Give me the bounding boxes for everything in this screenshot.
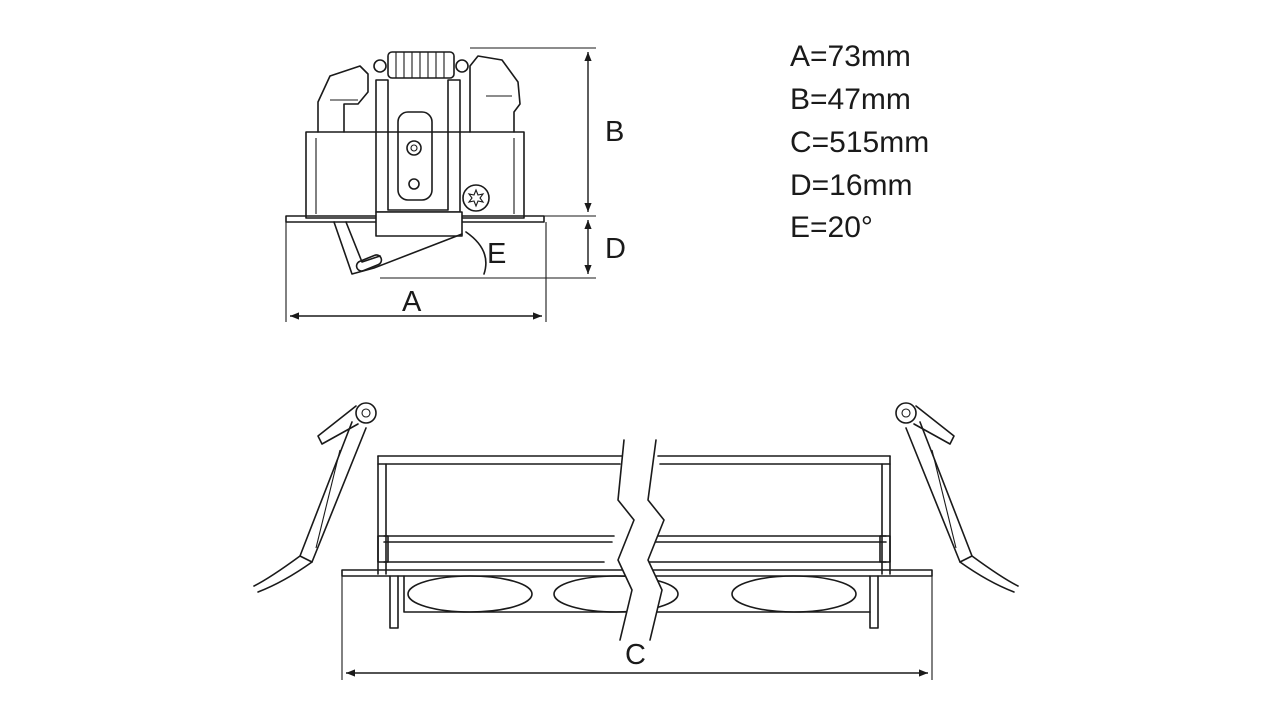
front-view [253,402,1019,641]
spec-d: D=16mm [790,169,913,202]
break-line-left [617,439,635,641]
adjust-slot [397,111,433,201]
right-spring-clip [895,402,1019,593]
screw-icon [406,140,422,156]
spec-a: A=73mm [790,40,911,73]
lamp-block [375,211,463,237]
spec-b: B=47mm [790,83,911,116]
label-d: D [605,233,626,265]
label-e: E [487,238,506,270]
break-gap [618,440,664,640]
side-left-housing [317,65,369,133]
torx-screw-icon [462,184,490,212]
spring [387,51,455,79]
label-b: B [605,116,624,148]
left-spring-clip [253,402,377,593]
side-view [285,51,545,275]
spec-e: E=20° [790,211,873,244]
spec-c: C=515mm [790,126,930,159]
label-a: A [402,286,422,318]
front-dimensions: C [341,576,933,680]
lens-2 [553,575,679,613]
lens-3 [731,575,857,613]
lens-1 [407,575,533,613]
angle-arc [465,231,487,275]
side-dimensions: A B D E [285,47,626,322]
label-c: C [625,639,646,671]
break-line-right [647,439,665,641]
side-right-housing [469,55,521,133]
side-bracket [375,79,461,213]
